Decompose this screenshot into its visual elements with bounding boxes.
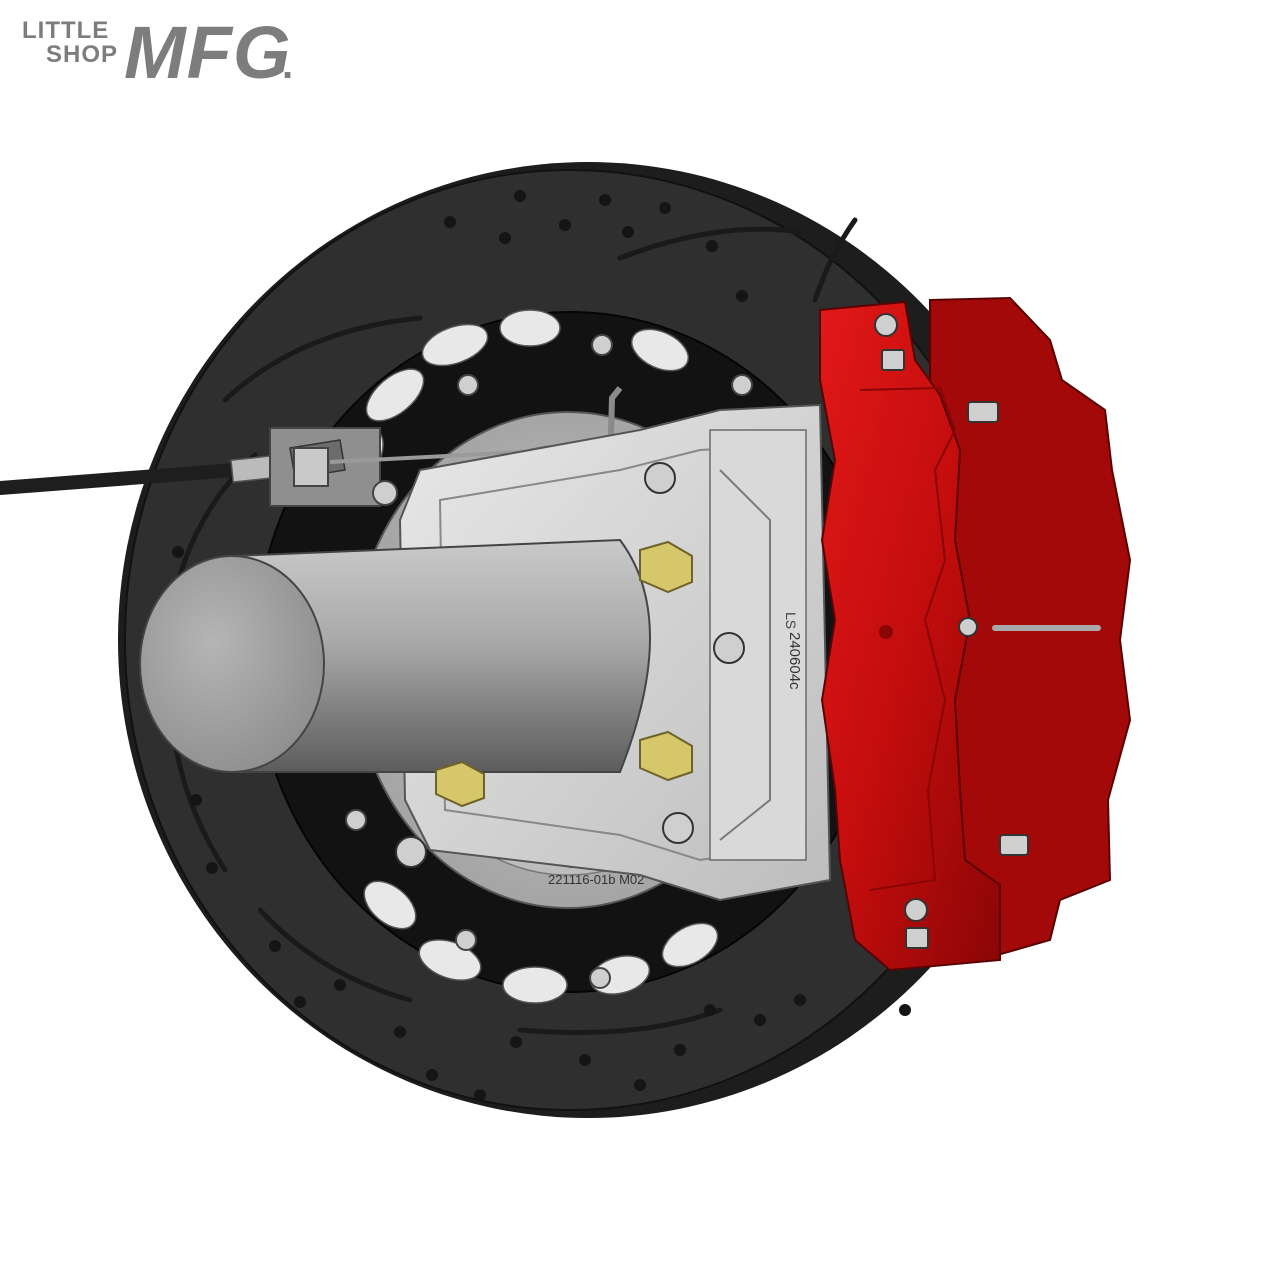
caliper-body [819, 300, 1001, 972]
logo-brand-mfg: MFG [124, 11, 291, 94]
lug-studs [435, 540, 693, 808]
logo-mark: . [282, 43, 294, 87]
caliper-bleed-port [879, 625, 893, 639]
axle-tube [139, 538, 693, 808]
logo-line-little: LITTLE [22, 17, 109, 44]
cable-adjuster-nut [293, 447, 329, 487]
brand-logo: LITTLE SHOP MFG . [22, 11, 294, 94]
rotor-drill-holes [164, 190, 911, 1101]
bracket-logo-mark: LS [783, 612, 799, 629]
plate-part-number: 221116-01b M02 [548, 872, 644, 887]
hat-bolts [345, 334, 753, 989]
brake-caliper [819, 296, 1132, 972]
logo-line-shop: SHOP [46, 41, 118, 68]
bracket-bolts [395, 462, 745, 868]
bracket-part-number: 240604c [786, 632, 803, 690]
axle-end-face [139, 555, 325, 773]
caliper-bolts [874, 313, 1029, 949]
